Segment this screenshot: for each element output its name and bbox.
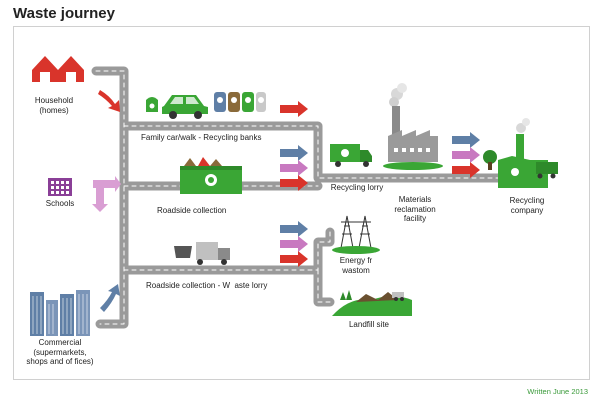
energy-ground: [332, 246, 380, 254]
house-icon: [32, 56, 84, 82]
mrf-label: Materials reclamation facility: [394, 195, 436, 224]
recycling-company-label: Recycling company: [509, 196, 545, 215]
family-car-label: Family car/walk - Recycling banks: [141, 133, 262, 142]
recycling-company-icon: [483, 118, 558, 188]
written-date: Written June 2013: [527, 387, 588, 396]
roadside-waste-lorry-label: Roadside collection - W aste lorry: [146, 281, 268, 290]
mrf-arrows: [452, 132, 480, 178]
landfill-label: Landfill site: [348, 320, 390, 329]
recycling-box-icon: [180, 157, 242, 194]
diagram-frame: [13, 26, 590, 380]
energy-from-waste-label: Energy fr wastom: [339, 256, 373, 275]
recycling-bank-icon: [146, 92, 266, 112]
commercial-label: Commercial (supermarkets, shops and of f…: [26, 338, 94, 367]
waste-lorry-icon: [174, 242, 230, 265]
landfill-icon: [332, 290, 412, 316]
recycling-lorry-label: Recycling lorry: [330, 183, 384, 192]
roadside-collection-arrows: [280, 145, 308, 191]
recycling-lorry-icon: [330, 144, 372, 167]
household-arrow: [98, 90, 120, 112]
household-label: Household (homes): [34, 96, 74, 115]
factory-icon: [383, 83, 443, 170]
car-icon: [162, 95, 208, 119]
recycling-banks-arrow: [280, 101, 308, 117]
schools-arrow: [92, 176, 121, 212]
page-title: Waste journey: [13, 5, 115, 22]
schools-label: Schools: [45, 199, 75, 208]
waste-lorry-arrows: [280, 221, 308, 267]
commercial-arrow: [100, 284, 120, 312]
roadside-collection-label: Roadside collection: [157, 206, 227, 215]
office-building-icon: [30, 290, 90, 336]
school-icon: [48, 178, 72, 196]
pylon-icon: [340, 215, 372, 249]
